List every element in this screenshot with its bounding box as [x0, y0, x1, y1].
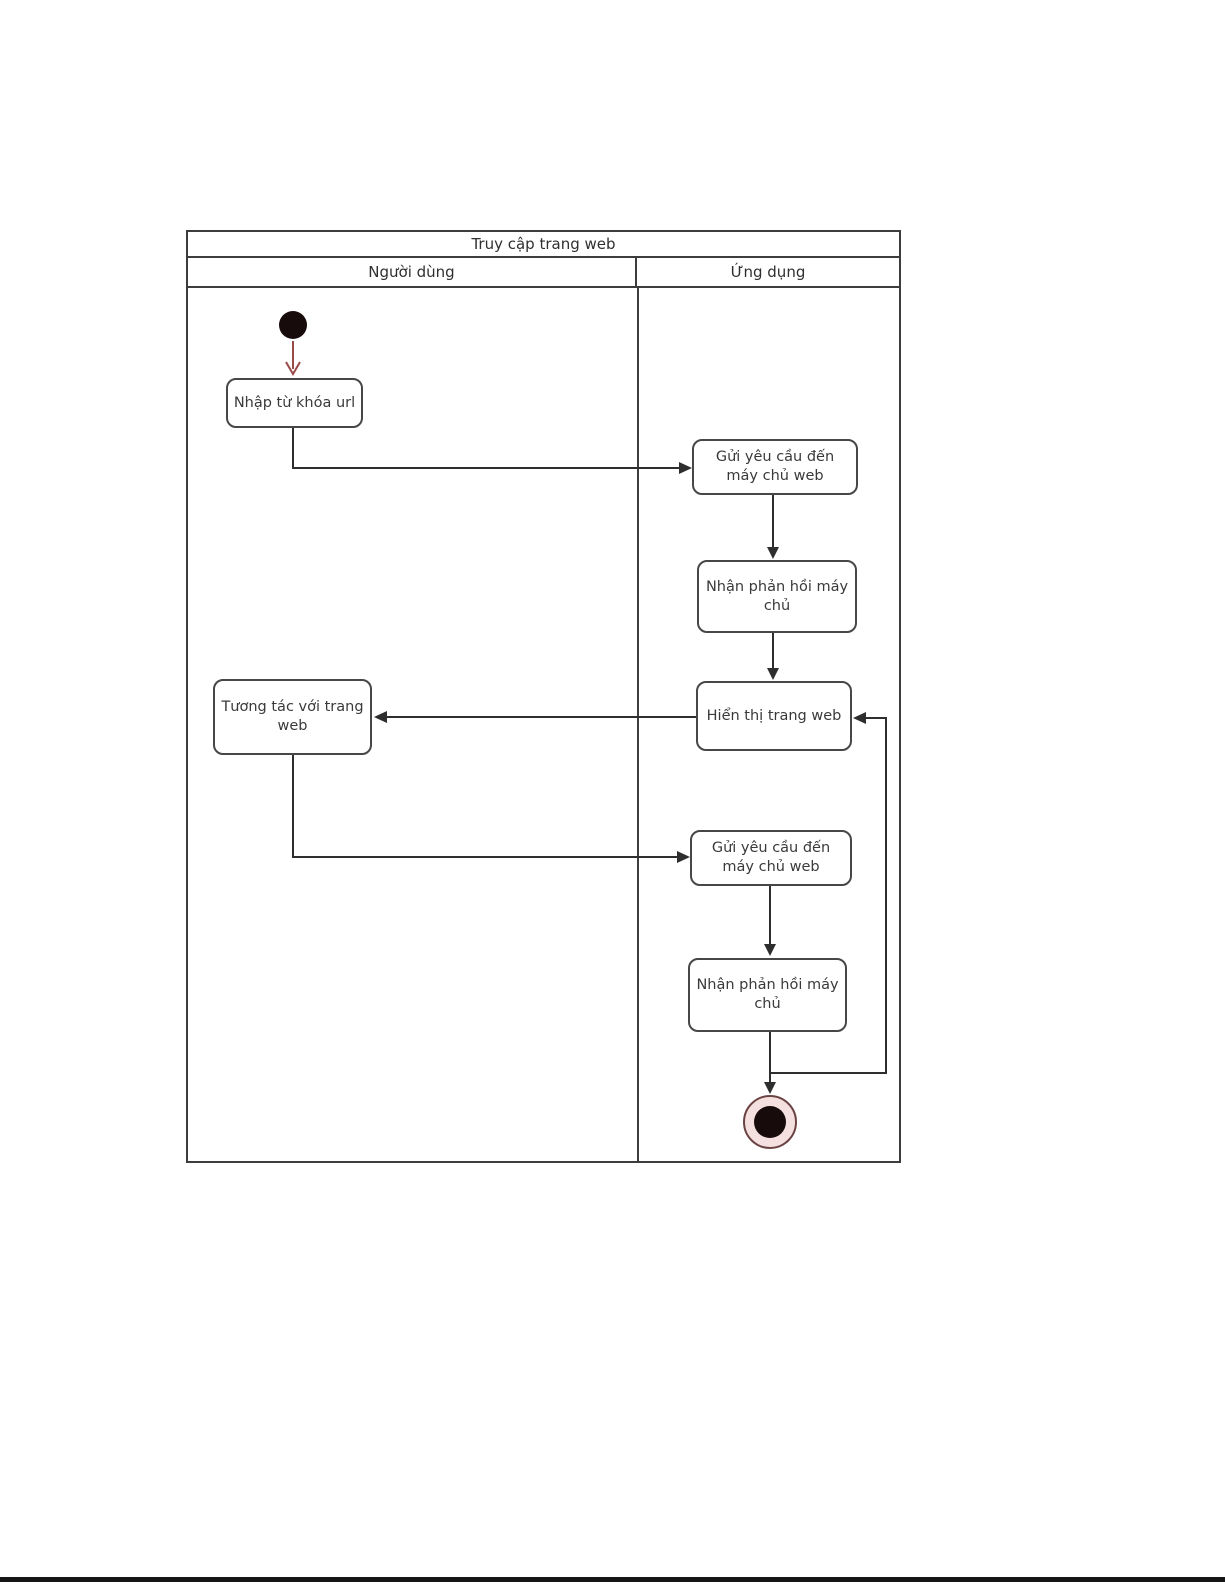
activity-hien-thi-trang-web: Hiển thị trang web [696, 681, 852, 751]
activity-label: Nhận phản hồi máy chủ [696, 977, 839, 1012]
arrowhead-right-icon [677, 851, 690, 863]
lane-header-row: Người dùng Ứng dụng [188, 258, 899, 288]
activity-nhan-phan-hoi-2: Nhận phản hồi máy chủ [688, 958, 847, 1032]
lane-header-nguoi-dung: Người dùng [188, 258, 637, 286]
edge-nhap-to-gui-yeu-cau-1 [292, 428, 679, 469]
activity-label: Nhập từ khóa url [233, 394, 356, 411]
edge-tuong-tac-to-gui-yeu-cau-2 [292, 755, 677, 858]
activity-label: Nhận phản hồi máy chủ [705, 578, 849, 614]
arrowhead-open-down-icon [285, 361, 301, 376]
initial-node-icon [279, 311, 307, 339]
lane-divider [637, 286, 639, 1161]
activity-gui-yeu-cau-1: Gửi yêu cầu đến máy chủ web [692, 439, 858, 495]
edge-loop-to-hien-thi [770, 717, 887, 1074]
lane-label: Ứng dụng [730, 263, 806, 281]
activity-tuong-tac-voi-trang-web: Tương tác với trang web [213, 679, 372, 755]
activity-gui-yeu-cau-2: Gửi yêu cầu đến máy chủ web [690, 830, 852, 886]
activity-nhan-phan-hoi-1: Nhận phản hồi máy chủ [697, 560, 857, 633]
arrowhead-down-icon [764, 1082, 776, 1094]
arrowhead-down-icon [767, 547, 779, 559]
lane-label: Người dùng [368, 263, 455, 281]
arrowhead-left-icon [374, 711, 387, 723]
activity-label: Tương tác với trang web [221, 699, 364, 734]
arrowhead-down-icon [767, 668, 779, 680]
activity-nhap-tu-khoa-url: Nhập từ khóa url [226, 378, 363, 428]
activity-label: Hiển thị trang web [706, 707, 842, 724]
final-node-core-icon [754, 1106, 786, 1138]
diagram-title-row: Truy cập trang web [188, 232, 899, 258]
lane-header-ung-dung: Ứng dụng [637, 258, 899, 286]
activity-label: Gửi yêu cầu đến máy chủ web [715, 449, 835, 484]
arrowhead-left-icon [853, 712, 866, 724]
page-bottom-rule [0, 1577, 1225, 1582]
activity-label: Gửi yêu cầu đến máy chủ web [711, 840, 831, 875]
arrowhead-right-icon [679, 462, 692, 474]
arrowhead-down-icon [764, 944, 776, 956]
diagram-title: Truy cập trang web [471, 235, 616, 253]
